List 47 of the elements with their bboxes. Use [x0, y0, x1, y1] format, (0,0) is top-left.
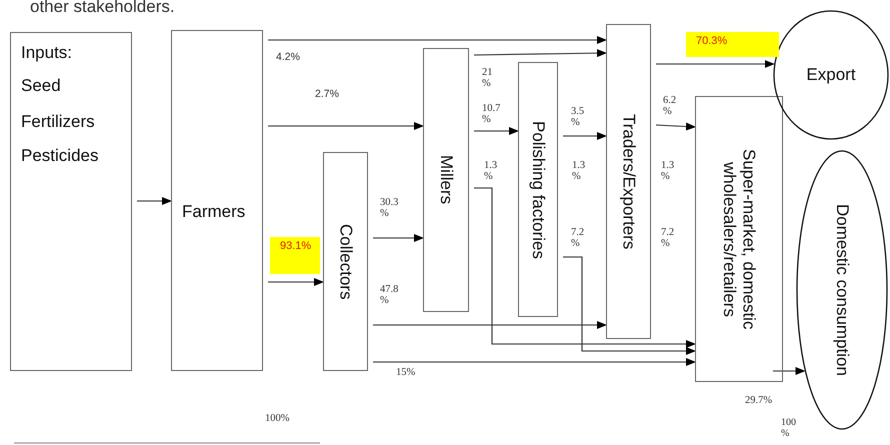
arrow [656, 122, 696, 131]
edge-label: 2.7% [315, 89, 339, 100]
stage-box [171, 30, 263, 371]
arrow [656, 60, 775, 68]
stage-box [518, 62, 558, 317]
node-label: Polishing factories [528, 120, 548, 258]
arrow [268, 278, 324, 286]
edge-label: 15% [396, 367, 416, 378]
stage-box [423, 48, 469, 312]
arrow [563, 256, 696, 355]
highlighted-edge-label: 70.3% [686, 32, 779, 57]
edge-label: 6.2 % [663, 95, 678, 118]
arrow [474, 127, 519, 135]
arrow [563, 132, 607, 140]
arrow [474, 49, 607, 58]
edge-label: 47.8 % [380, 284, 400, 306]
stage-box [10, 32, 132, 371]
flow-share-label: 29.7% [745, 395, 772, 406]
flow-share-label: 7.2 % [661, 227, 676, 250]
arrow [268, 36, 607, 44]
arrow [773, 367, 806, 375]
arrow [474, 187, 696, 348]
edge-label: 4.2% [276, 52, 300, 64]
stage-box [606, 24, 651, 339]
edge-label: 1.3 % [484, 160, 498, 182]
arrow [373, 321, 607, 329]
flow-share-label: 1.3 % [661, 160, 676, 182]
stage-box [695, 96, 783, 382]
edge-label: 7.2 % [571, 227, 586, 250]
highlighted-edge-label: 93.1% [270, 237, 320, 274]
node-label: Traders/Exporters [618, 114, 638, 250]
flow-share-label: 100 % [781, 418, 797, 439]
edge-label: 21 % [482, 67, 494, 90]
stage-box [323, 152, 368, 371]
flow-share-label: 1.3 % [572, 160, 586, 182]
node-label: Export [806, 65, 856, 85]
node-label: Inputs: [21, 43, 72, 63]
arrow [373, 358, 696, 366]
edge-label: 10.7 % [482, 103, 502, 126]
flow-share-label: 100% [265, 413, 290, 424]
arrow [268, 122, 424, 130]
arrow [137, 197, 172, 205]
node-label: Domestic consumption [832, 204, 852, 376]
heading-fragment: other stakeholders. [30, 0, 175, 16]
edge-label: 30.3 % [380, 197, 400, 220]
edge-label: 3.5 % [571, 106, 586, 128]
arrow [373, 234, 424, 242]
